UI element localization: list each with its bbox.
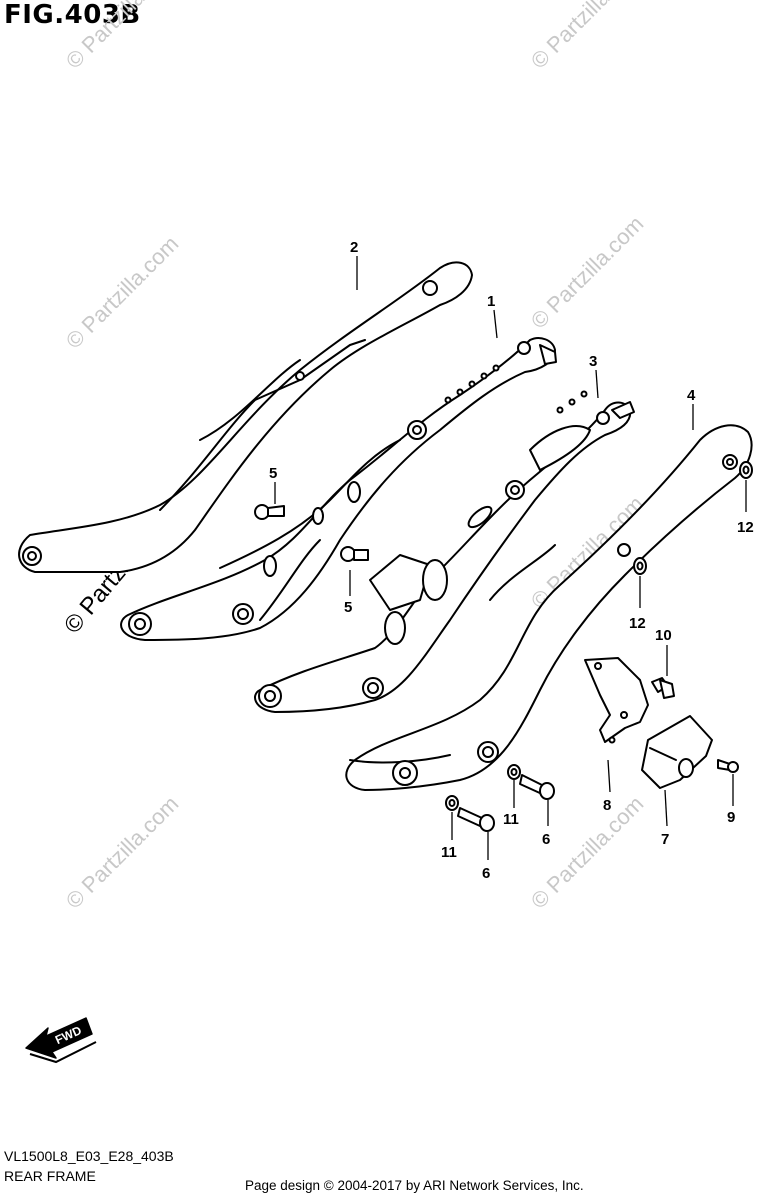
callout-1: 1	[487, 293, 495, 310]
watermark: © Partzilla.com	[526, 211, 649, 334]
callout-8: 8	[603, 797, 611, 814]
leader-lines	[274, 256, 747, 860]
callout-4: 4	[687, 387, 696, 404]
watermark: © Partzilla.com	[526, 791, 649, 914]
frame-plate-3	[254, 390, 635, 713]
callout-6-upper: 6	[542, 831, 550, 848]
callout-11-lower: 11	[441, 844, 457, 861]
callout-5-upper: 5	[269, 465, 277, 482]
bolt-5-lower	[340, 546, 369, 562]
bolt-10	[651, 677, 675, 699]
frame-rail-2	[18, 261, 473, 573]
callout-7: 7	[661, 831, 669, 848]
bracket-8	[584, 657, 649, 744]
callout-10: 10	[655, 627, 672, 644]
frame-plate-1	[120, 337, 557, 641]
watermark: © Partzilla.com	[61, 0, 184, 74]
callout-2: 2	[350, 239, 358, 256]
callouts: 2 1 3 4 5 5 12 12 10 8 7 9 11 6 11 6	[269, 239, 754, 882]
callout-12-upper: 12	[737, 519, 754, 536]
callout-5-lower: 5	[344, 599, 352, 616]
callout-12-lower: 12	[629, 615, 646, 632]
bolt-6-upper	[519, 774, 555, 800]
washer-12-upper	[739, 461, 753, 479]
model-code: VL1500L8_E03_E28_403B	[4, 1148, 174, 1164]
watermark: © Partzilla.com	[526, 0, 649, 74]
fwd-arrow-icon: FWD	[25, 1017, 97, 1064]
washer-11-lower	[445, 795, 459, 811]
section-name: REAR FRAME	[4, 1168, 96, 1184]
screw-9	[717, 759, 739, 773]
cover-7	[641, 715, 713, 789]
watermark: © Partzilla.com	[61, 231, 184, 354]
bolt-5-upper	[254, 504, 285, 520]
figure-title: FIG.403B	[4, 0, 141, 30]
page-credit: Page design © 2004-2017 by ARI Network S…	[245, 1178, 584, 1193]
callout-6-lower: 6	[482, 865, 490, 882]
callout-9: 9	[727, 809, 735, 826]
watermark: © Partzilla.com	[61, 791, 184, 914]
frame-rail-4	[345, 424, 753, 791]
callout-11-upper: 11	[503, 811, 519, 828]
washer-12-lower	[633, 557, 647, 575]
washer-11-upper	[507, 764, 521, 780]
bolt-6-lower	[457, 807, 495, 832]
callout-3: 3	[589, 353, 597, 370]
